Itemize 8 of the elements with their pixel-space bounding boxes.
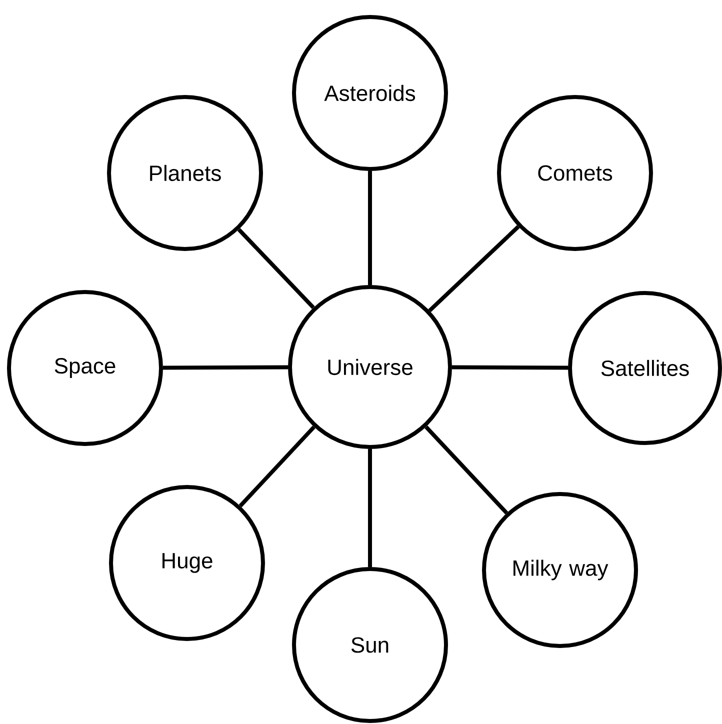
connector-line (368, 449, 372, 567)
connector-line (237, 228, 315, 310)
connector-line (452, 365, 568, 370)
connector-line (238, 426, 316, 508)
connector-line (424, 426, 508, 514)
connector-line (162, 365, 288, 370)
connector-line (428, 225, 520, 312)
connector-line (368, 171, 372, 285)
